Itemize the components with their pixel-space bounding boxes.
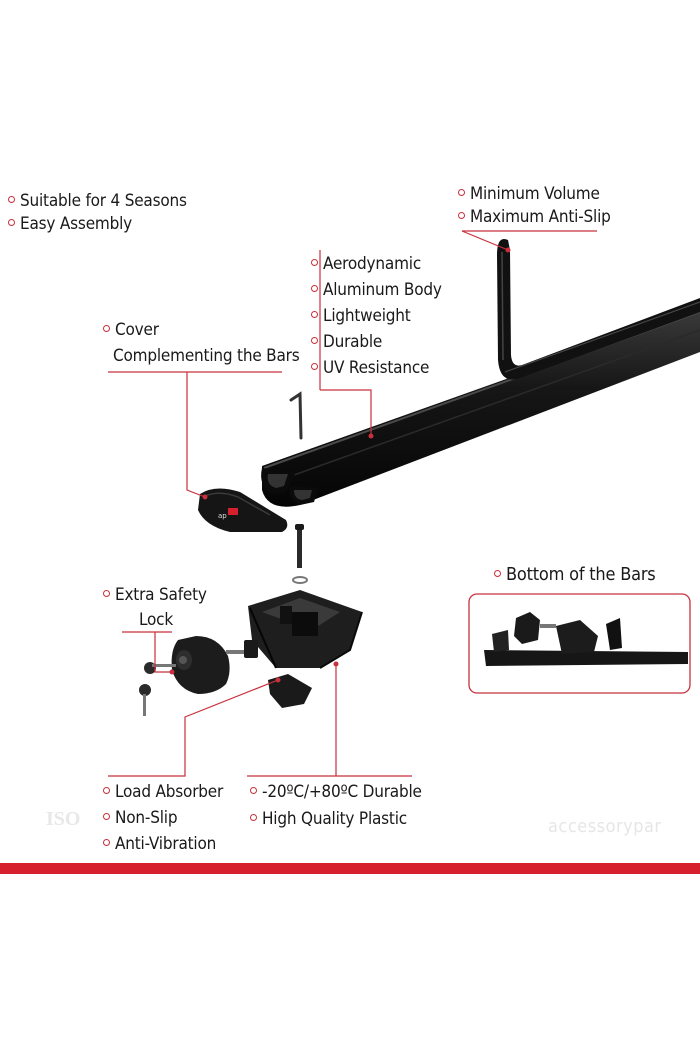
label-lock-1: Extra Safety xyxy=(103,582,207,608)
label-load-text: Load Absorber xyxy=(115,782,224,802)
bolt xyxy=(292,524,308,584)
cap-brand-text: ap xyxy=(218,512,227,520)
foot-bracket xyxy=(248,590,363,669)
label-assembly-text: Easy Assembly xyxy=(20,214,133,234)
label-aluminum-text: Aluminum Body xyxy=(323,280,442,300)
label-load: Load Absorber xyxy=(103,779,223,805)
leader-dots xyxy=(169,247,511,683)
end-cap: ap xyxy=(198,488,288,532)
label-aluminum: Aluminum Body xyxy=(311,277,442,303)
label-plastic-text: High Quality Plastic xyxy=(262,809,407,829)
label-uv-text: UV Resistance xyxy=(323,358,430,378)
label-durable-text: Durable xyxy=(323,332,383,352)
label-cover-sub: Complementing the Bars xyxy=(113,346,300,366)
label-plastic: High Quality Plastic xyxy=(250,806,407,832)
leader-lines xyxy=(108,230,597,777)
label-nonslip-text: Non-Slip xyxy=(115,808,178,828)
label-aerodynamic-text: Aerodynamic xyxy=(323,254,422,274)
label-min-volume-text: Minimum Volume xyxy=(470,184,600,204)
brand-watermark: accessorypar xyxy=(548,816,662,837)
label-nonslip: Non-Slip xyxy=(103,805,178,831)
rubber-strip xyxy=(497,239,700,380)
bottom-red-band xyxy=(0,863,700,874)
label-lightweight: Lightweight xyxy=(311,303,411,329)
label-durable: Durable xyxy=(311,329,382,355)
label-bottom: Bottom of the Bars xyxy=(494,562,656,588)
inset-bar-bottom xyxy=(484,612,688,666)
label-lock-1-text: Extra Safety xyxy=(115,585,207,605)
label-cover: Cover xyxy=(103,317,159,343)
label-antivib-text: Anti-Vibration xyxy=(115,834,217,854)
label-lock-2: Lock xyxy=(139,610,174,630)
allen-key xyxy=(289,391,303,440)
rubber-pad xyxy=(268,674,312,708)
label-temp: -20ºC/+80ºC Durable xyxy=(250,779,422,805)
label-min-volume: Minimum Volume xyxy=(458,181,600,207)
label-aerodynamic: Aerodynamic xyxy=(311,251,421,277)
label-seasons: Suitable for 4 Seasons xyxy=(8,188,187,214)
iso-watermark: ISO xyxy=(46,808,81,830)
label-lightweight-text: Lightweight xyxy=(323,306,411,326)
label-seasons-text: Suitable for 4 Seasons xyxy=(20,191,187,211)
label-cover-text: Cover xyxy=(115,320,159,340)
lock-cylinder xyxy=(171,636,258,694)
label-max-antislip-text: Maximum Anti-Slip xyxy=(470,207,611,227)
label-bottom-text: Bottom of the Bars xyxy=(506,564,656,585)
label-uv: UV Resistance xyxy=(311,355,429,381)
keys xyxy=(139,662,176,716)
label-antivib: Anti-Vibration xyxy=(103,831,216,857)
label-assembly: Easy Assembly xyxy=(8,211,132,237)
label-temp-text: -20ºC/+80ºC Durable xyxy=(262,782,422,802)
roof-bar xyxy=(261,310,700,507)
label-max-antislip: Maximum Anti-Slip xyxy=(458,204,611,230)
